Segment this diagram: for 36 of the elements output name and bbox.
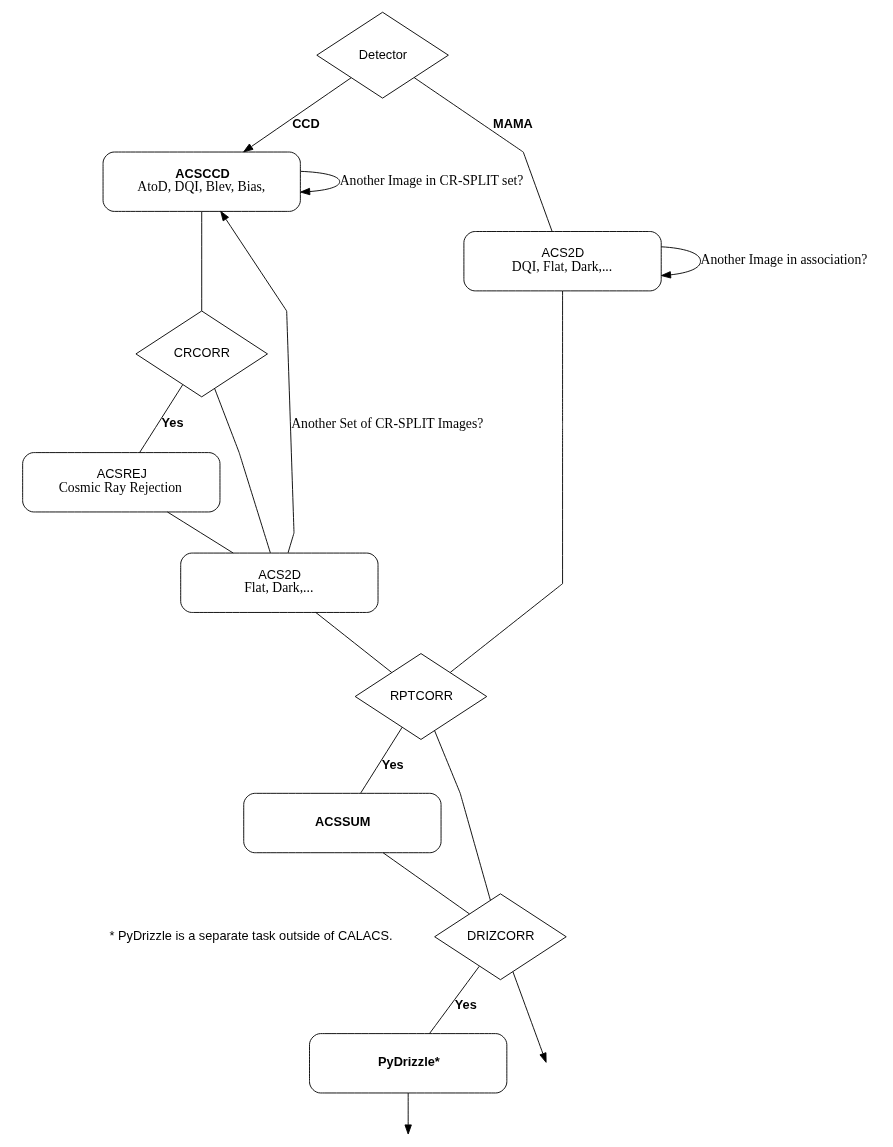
- arrow: [219, 210, 294, 554]
- edge-label: MAMA: [492, 115, 533, 131]
- arrow: [242, 77, 352, 153]
- node-box: ACSREJ Cosmic Ray Rejection: [21, 452, 220, 513]
- arrow: [404, 1092, 412, 1135]
- node-diamond: DRIZCORR: [433, 893, 567, 981]
- connector: [138, 384, 183, 453]
- edge-label: CCD: [291, 115, 320, 131]
- connector: [213, 388, 271, 554]
- connector: [413, 77, 552, 232]
- connector: [428, 965, 480, 1034]
- connector: [166, 511, 234, 554]
- edge-label: Another Image in CR-SPLIT set?: [339, 172, 523, 188]
- label: * PyDrizzle is a separate task outside of CALACS.: [108, 928, 393, 944]
- edge-label: Yes: [454, 997, 477, 1013]
- node-box: ACSSUM: [242, 792, 441, 854]
- node-diamond: CRCORR: [134, 310, 268, 398]
- node-box: ACS2D Flat, Dark,...: [179, 552, 378, 613]
- node-diamond: Detector: [315, 11, 449, 99]
- arrow: [299, 170, 340, 196]
- node-box: PyDrizzle*: [308, 1033, 507, 1094]
- arrow: [511, 971, 547, 1063]
- connector: [359, 726, 403, 794]
- connector: [449, 290, 563, 673]
- connector: [200, 211, 202, 312]
- edge-label: Another Image in association?: [700, 252, 867, 268]
- connector: [382, 852, 470, 915]
- connector: [314, 612, 392, 673]
- edge-label: Yes: [161, 415, 184, 431]
- node-box: ACSCCD AtoD, DQI, Blev, Bias,: [102, 151, 301, 212]
- connector: [433, 730, 491, 901]
- arrow: [660, 246, 701, 279]
- node-diamond: RPTCORR: [354, 653, 487, 740]
- edge-label: Yes: [381, 756, 404, 772]
- node-box: ACS2D DQI, Flat, Dark,...: [462, 231, 662, 292]
- edge-label: Another Set of CR-SPLIT Images?: [290, 415, 483, 431]
